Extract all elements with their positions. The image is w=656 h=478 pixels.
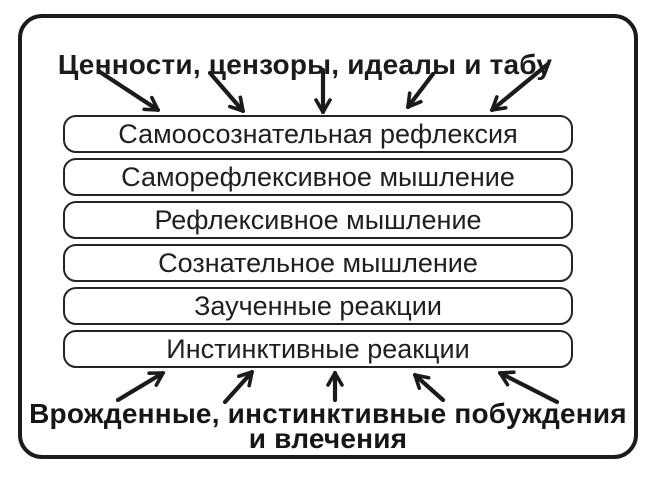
level-box-4: Сознательное мышление xyxy=(63,244,573,282)
levels-stack: Самоосознательная рефлексия Саморефлекси… xyxy=(63,115,573,368)
level-label: Сознательное мышление xyxy=(158,247,478,278)
level-label: Заученные реакции xyxy=(194,290,442,321)
bottom-label-line1: Врожденные, инстинктивные побуждения xyxy=(29,398,627,429)
level-box-2: Саморефлексивное мышление xyxy=(63,158,573,196)
level-box-3: Рефлексивное мышление xyxy=(63,201,573,239)
level-box-1: Самоосознательная рефлексия xyxy=(63,115,573,153)
level-label: Саморефлексивное мышление xyxy=(121,161,515,192)
level-label: Самоосознательная рефлексия xyxy=(118,118,518,149)
bottom-label: Врожденные, инстинктивные побуждения и в… xyxy=(22,398,634,454)
level-label: Рефлексивное мышление xyxy=(154,204,482,235)
level-box-6: Инстинктивные реакции xyxy=(63,330,573,368)
level-label: Инстинктивные реакции xyxy=(166,333,470,364)
top-label: Ценности, цензоры, идеалы и табу xyxy=(57,49,553,80)
level-box-5: Заученные реакции xyxy=(63,287,573,325)
bottom-label-line2: и влечения xyxy=(248,423,408,454)
